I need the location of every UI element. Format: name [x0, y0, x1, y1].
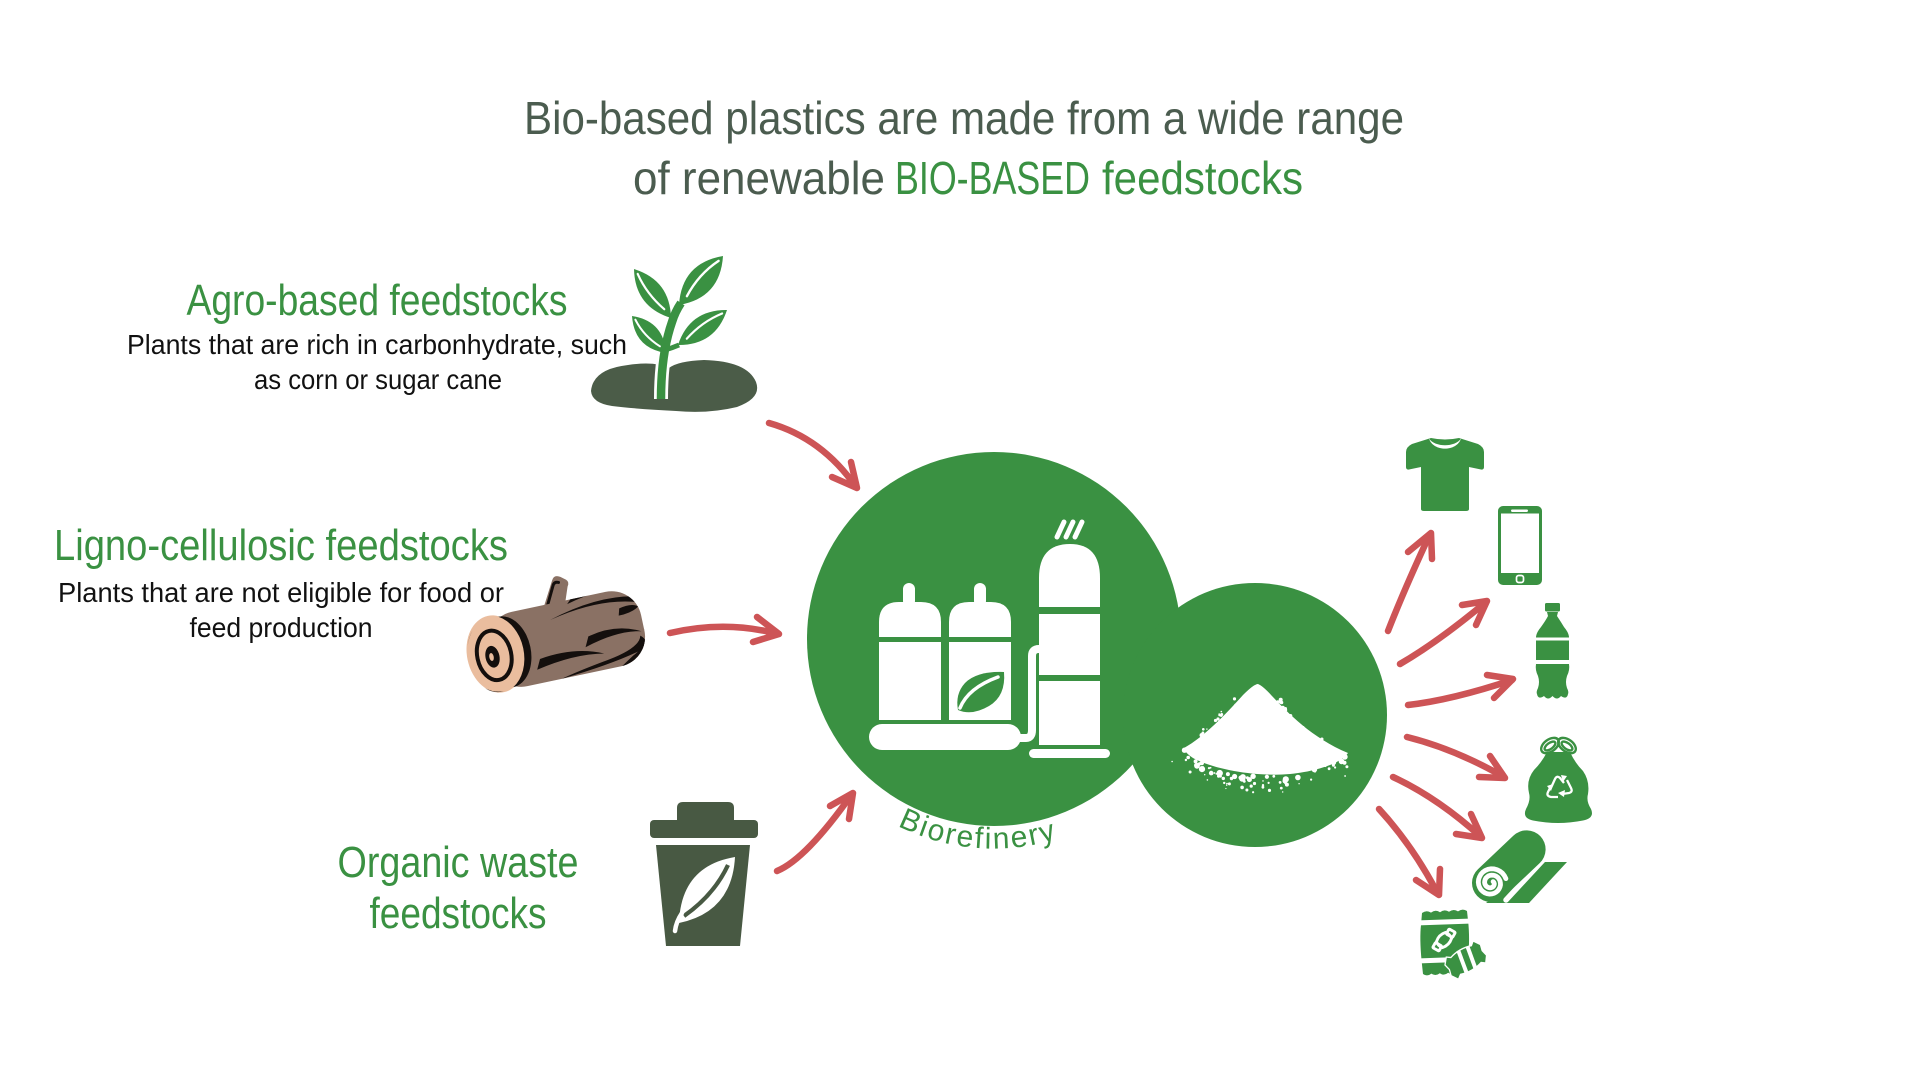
svg-text:of renewable: of renewable: [633, 152, 885, 204]
svg-text:Plants that are not eligible f: Plants that are not eligible for food or: [58, 577, 504, 608]
svg-text:feed production: feed production: [190, 612, 373, 643]
svg-text:Organic waste: Organic waste: [338, 838, 579, 887]
svg-text:Ligno-cellulosic feedstocks: Ligno-cellulosic feedstocks: [54, 521, 508, 570]
svg-text:Plants that are rich in carbon: Plants that are rich in carbonhydrate, s…: [127, 329, 627, 360]
svg-text:BIO-BASED: BIO-BASED: [895, 152, 1090, 204]
svg-text:feedstocks: feedstocks: [1102, 152, 1303, 204]
svg-text:Bio-based plastics are made fr: Bio-based plastics are made from a wide …: [524, 92, 1404, 144]
svg-text:feedstocks: feedstocks: [370, 889, 547, 938]
svg-text:as corn or sugar cane: as corn or sugar cane: [254, 364, 502, 395]
svg-text:Agro-based feedstocks: Agro-based feedstocks: [187, 276, 568, 325]
